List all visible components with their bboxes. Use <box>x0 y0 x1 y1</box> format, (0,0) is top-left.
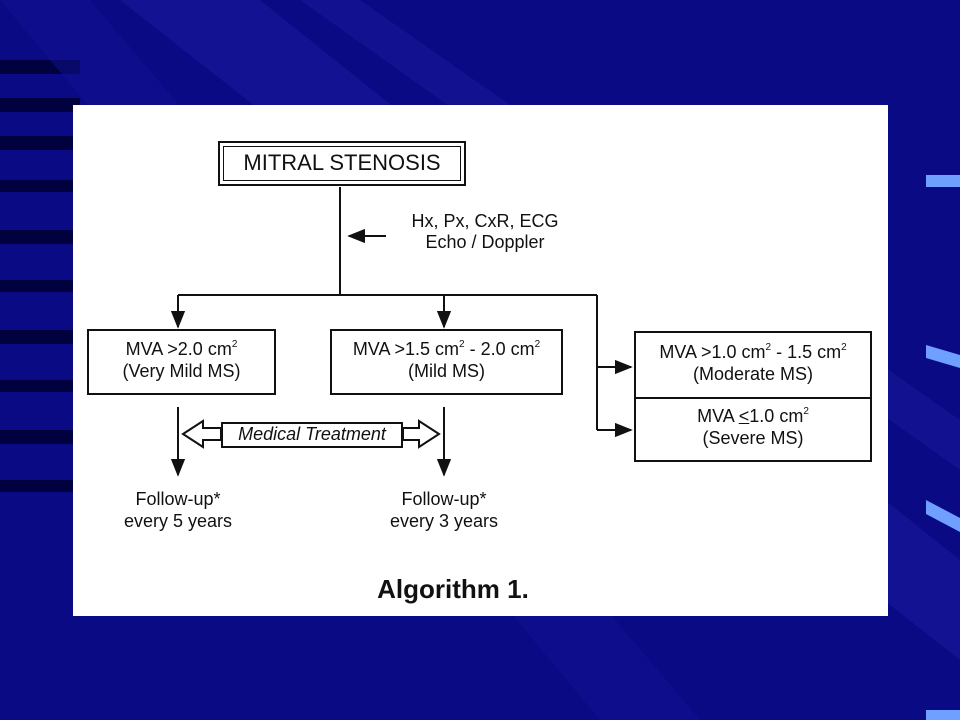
severe-sup: 2 <box>803 406 809 417</box>
very-mild-box <box>87 329 276 395</box>
severe-label: MVA <1.0 cm2 (Severe MS) <box>634 405 872 449</box>
moderate-severe-box <box>634 331 872 462</box>
very-mild-label: MVA >2.0 cm2 (Very Mild MS) <box>87 338 276 382</box>
severe-leq: < <box>738 406 750 426</box>
followup-3-text: Follow-up* every 3 years <box>364 488 524 532</box>
moderate-line2: (Moderate MS) <box>692 364 814 384</box>
mild-sup2: 2 <box>534 339 541 350</box>
very-mild-prefix: MVA >2.0 cm <box>125 339 232 359</box>
algorithm-panel: MITRAL STENOSIS Hx, Px, CxR, ECG Echo / … <box>73 105 888 616</box>
moderate-label: MVA >1.0 cm2 - 1.5 cm2 (Moderate MS) <box>634 341 872 385</box>
mild-prefix: MVA >1.5 cm <box>352 339 460 359</box>
flowchart-connectors <box>170 187 633 477</box>
workup-text: Hx, Px, CxR, ECG Echo / Doppler <box>385 211 585 253</box>
followup-3-line1: Follow-up* <box>401 489 487 509</box>
severe-line2: (Severe MS) <box>702 428 804 448</box>
very-mild-sup: 2 <box>231 339 238 350</box>
root-label: MITRAL STENOSIS <box>243 150 441 175</box>
medical-treatment-box <box>221 422 403 448</box>
severe-prefix: MVA <box>697 406 739 426</box>
severe-rest: 1.0 cm <box>749 406 804 426</box>
medical-treatment-label: Medical Treatment <box>238 424 386 444</box>
mild-mid: - 2.0 cm <box>464 339 535 359</box>
mild-box <box>330 329 563 395</box>
workup-line2: Echo / Doppler <box>425 232 545 252</box>
followup-5-line1: Follow-up* <box>135 489 221 509</box>
mild-sup1: 2 <box>459 339 465 350</box>
mild-line2: (Mild MS) <box>408 361 485 381</box>
root-box <box>218 141 466 186</box>
followup-5-text: Follow-up* every 5 years <box>98 488 258 532</box>
moderate-sup1: 2 <box>765 342 772 353</box>
followup-5-line2: every 5 years <box>123 511 233 531</box>
followup-3-line2: every 3 years <box>389 511 499 531</box>
mild-label: MVA >1.5 cm2 - 2.0 cm2 (Mild MS) <box>330 338 563 382</box>
figure-caption: Algorithm 1. <box>377 574 529 604</box>
moderate-mid: - 1.5 cm <box>771 342 842 362</box>
moderate-severe-divider <box>634 397 872 399</box>
moderate-sup2: 2 <box>841 342 847 353</box>
very-mild-line2: (Very Mild MS) <box>122 361 241 381</box>
workup-line1: Hx, Px, CxR, ECG <box>411 211 559 231</box>
moderate-prefix: MVA >1.0 cm <box>659 342 766 362</box>
